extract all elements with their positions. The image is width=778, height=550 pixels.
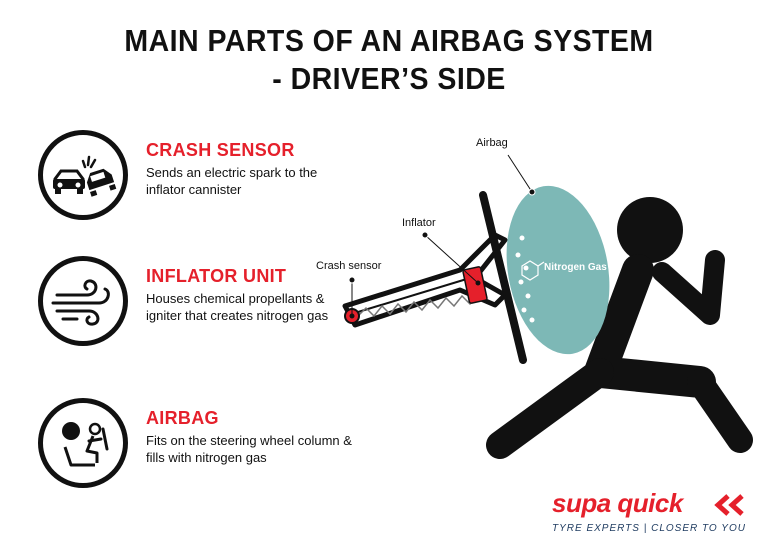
steering-column: [342, 232, 508, 328]
driver-silhouette: [486, 197, 753, 459]
inflator-label: Inflator: [402, 217, 436, 229]
page-title-line-2: - DRIVER’S SIDE: [272, 61, 506, 96]
steering-wheel: [479, 191, 527, 364]
feature-airbag: AIRBAG Fits on the steering wheel column…: [38, 398, 368, 498]
brand-logo: supa quick TYRE EXPERTS | CLOSER TO YOU: [552, 488, 762, 540]
nitrogen-molecule-icon: [521, 260, 545, 281]
feature-title: AIRBAG: [146, 408, 219, 428]
airbag-system-diagram: Nitrogen Gas Airbag Inflator Crash senso…: [316, 137, 753, 459]
callout-airbag: Airbag: [476, 137, 536, 196]
airbag-shape: [506, 185, 610, 355]
gas-bubbles: [515, 235, 535, 323]
feature-inflator-unit: INFLATOR UNIT Houses chemical propellant…: [38, 256, 368, 356]
feature-description: Sends an electric spark to the inflator …: [146, 165, 318, 197]
crash-sensor-label: Crash sensor: [316, 260, 382, 272]
gas-wind-icon: [38, 256, 128, 346]
feature-description: Fits on the steering wheel column & fill…: [146, 433, 352, 465]
nitrogen-gas-label: Nitrogen Gas: [544, 262, 607, 273]
car-crash-icon: [38, 130, 128, 220]
airbag-driver-icon: [38, 398, 128, 488]
feature-description: Houses chemical propellants & igniter th…: [146, 291, 329, 323]
airbag-label: Airbag: [476, 137, 508, 149]
inflator-unit: [462, 266, 488, 304]
page-title-line-1: MAIN PARTS OF AN AIRBAG SYSTEM: [124, 23, 654, 58]
brand-name: supa quick: [552, 488, 683, 518]
feature-title: CRASH SENSOR: [146, 140, 295, 160]
chevrons-icon: [714, 494, 744, 516]
brand-tagline: TYRE EXPERTS | CLOSER TO YOU: [552, 523, 746, 534]
callout-crash-sensor: Crash sensor: [316, 260, 382, 316]
feature-crash-sensor: CRASH SENSOR Sends an electric spark to …: [38, 130, 368, 230]
callout-inflator: Inflator: [402, 217, 479, 284]
feature-title: INFLATOR UNIT: [146, 266, 287, 286]
